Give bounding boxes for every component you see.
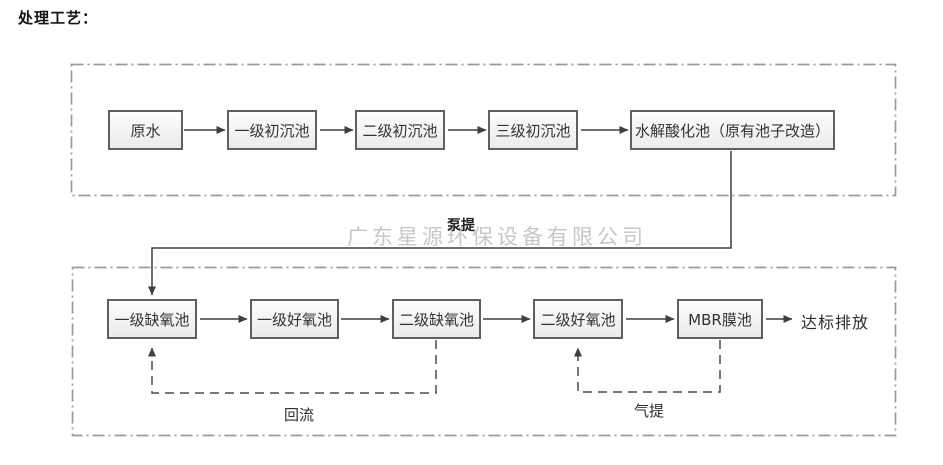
- process-box-hydrolysis-acidification: 水解酸化池（原有池子改造）: [630, 110, 835, 150]
- process-box-aerobic-1: 一级好氧池: [250, 299, 339, 339]
- reflux-label: 回流: [284, 406, 315, 424]
- watermark-text: 广东星源环保设备有限公司: [347, 225, 647, 249]
- process-box-anoxic-1: 一级缺氧池: [107, 299, 197, 339]
- process-box-mbr-membrane: MBR膜池: [677, 299, 763, 339]
- process-box-primary-sedimentation: 一级初沉池: [227, 110, 317, 150]
- reflux-loop-line: [148, 340, 437, 394]
- stage2-container-border: [71, 266, 897, 437]
- stage1-container-border: [70, 63, 897, 197]
- pump-lift-label: 泵提: [447, 218, 475, 234]
- process-box-raw-water: 原水: [108, 110, 183, 150]
- process-box-secondary-sedimentation: 二级初沉池: [355, 110, 445, 150]
- airlift-loop-line: [574, 340, 721, 393]
- page-title: 处理工艺：: [18, 9, 99, 27]
- process-box-aerobic-2: 二级好氧池: [533, 299, 623, 339]
- process-box-anoxic-2: 二级缺氧池: [392, 299, 481, 339]
- pump-lift-line: [148, 151, 732, 296]
- process-box-tertiary-sedimentation: 三级初沉池: [488, 110, 578, 150]
- discharge-standard-label: 达标排放: [801, 313, 870, 332]
- airlift-label: 气提: [634, 402, 665, 420]
